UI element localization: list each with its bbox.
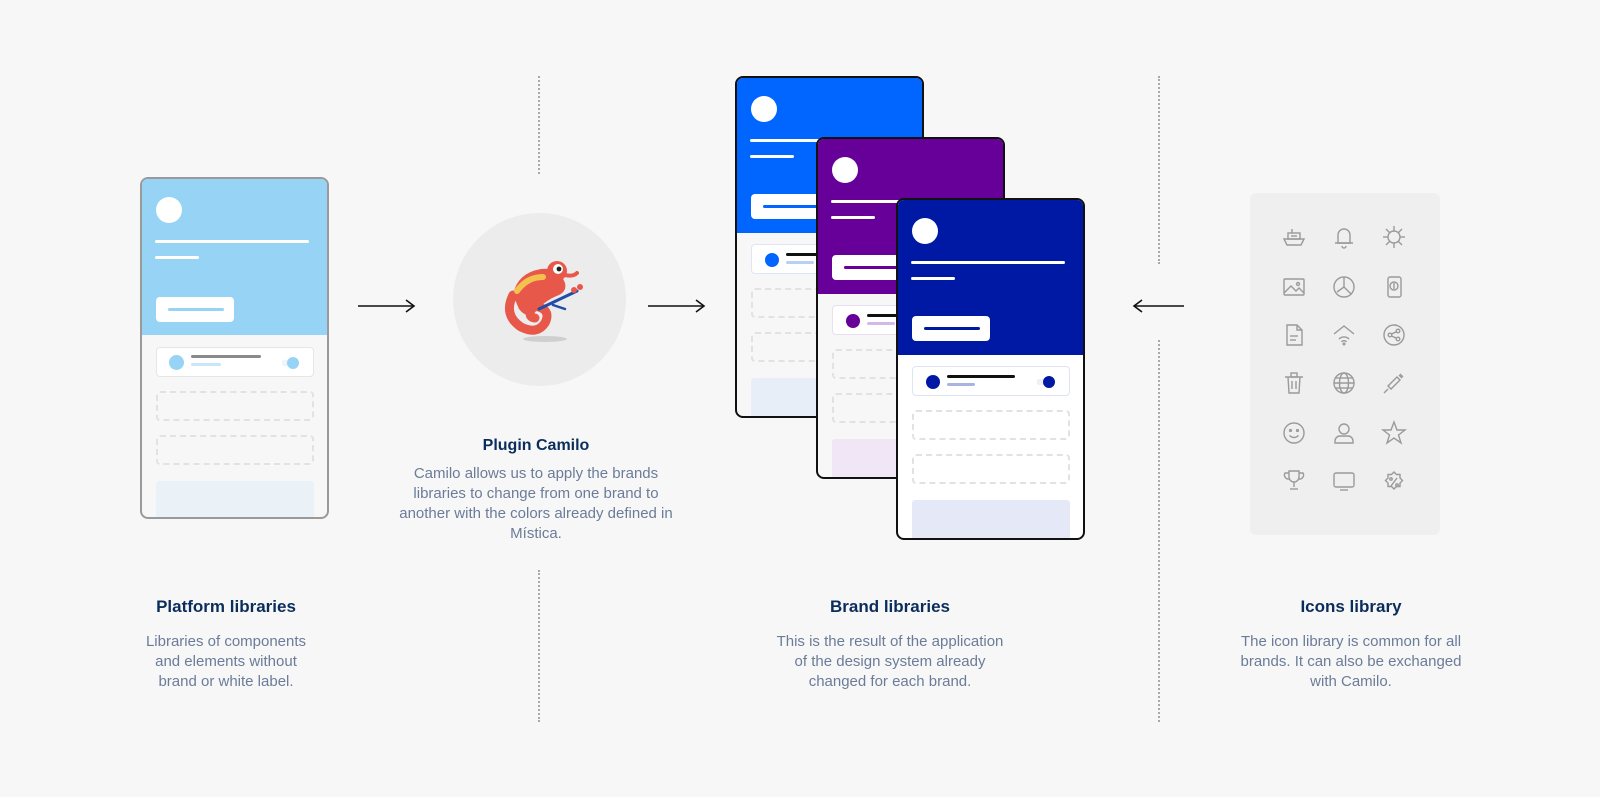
avatar: [751, 96, 777, 122]
divider-top-right: [1158, 76, 1160, 264]
plugin-title: Plugin Camilo: [482, 437, 590, 454]
chameleon-logo: [504, 261, 583, 342]
share-icon: [1380, 321, 1408, 349]
syringe-icon: [1380, 369, 1408, 397]
icons-library-panel: [1250, 193, 1440, 535]
smiley-icon: [1280, 419, 1308, 447]
camilo-plugin-circle: [453, 213, 626, 386]
placeholder-row: [156, 391, 314, 421]
home-wifi-icon: [1330, 321, 1358, 349]
placeholder-row: [156, 435, 314, 465]
icons-description: The icon library is common for all brand…: [1240, 633, 1462, 690]
image-icon: [1280, 273, 1308, 301]
header-button: [156, 297, 234, 322]
plugin-description: Camilo allows us to apply the brands lib…: [399, 465, 673, 542]
footer-block: [156, 481, 314, 517]
settings-percent-icon: [1380, 467, 1408, 495]
avatar: [832, 157, 858, 183]
monitor-icon: [1330, 467, 1358, 495]
bell-icon: [1330, 223, 1358, 251]
header-line: [155, 240, 309, 243]
user-icon: [1330, 419, 1358, 447]
ship-icon: [1280, 223, 1308, 251]
brand-phone-navy: [896, 198, 1085, 540]
avatar: [912, 218, 938, 244]
virus-icon: [1380, 223, 1408, 251]
divider-bottom-right: [1158, 340, 1160, 722]
icons-title: Icons library: [1300, 597, 1402, 616]
globe-icon: [1330, 369, 1358, 397]
brand-title: Brand libraries: [830, 597, 950, 616]
star-icon: [1380, 419, 1408, 447]
brand-description: This is the result of the application of…: [776, 633, 1004, 690]
divider-bottom-left: [538, 570, 540, 722]
list-card: [156, 347, 314, 377]
header-line: [155, 256, 199, 259]
dollar-phone-icon: [1380, 273, 1408, 301]
platform-phone-mockup: [140, 177, 329, 519]
trash-icon: [1280, 369, 1308, 397]
platform-title: Platform libraries: [156, 597, 296, 616]
avatar: [156, 197, 182, 223]
trophy-icon: [1280, 467, 1308, 495]
arrow-left-icon: [1132, 298, 1184, 314]
arrow-right-icon: [358, 298, 416, 314]
arrow-right-icon: [648, 298, 706, 314]
document-icon: [1280, 321, 1308, 349]
platform-description: Libraries of components and elements wit…: [145, 633, 307, 690]
divider-top-left: [538, 76, 540, 174]
chart-icon: [1330, 273, 1358, 301]
